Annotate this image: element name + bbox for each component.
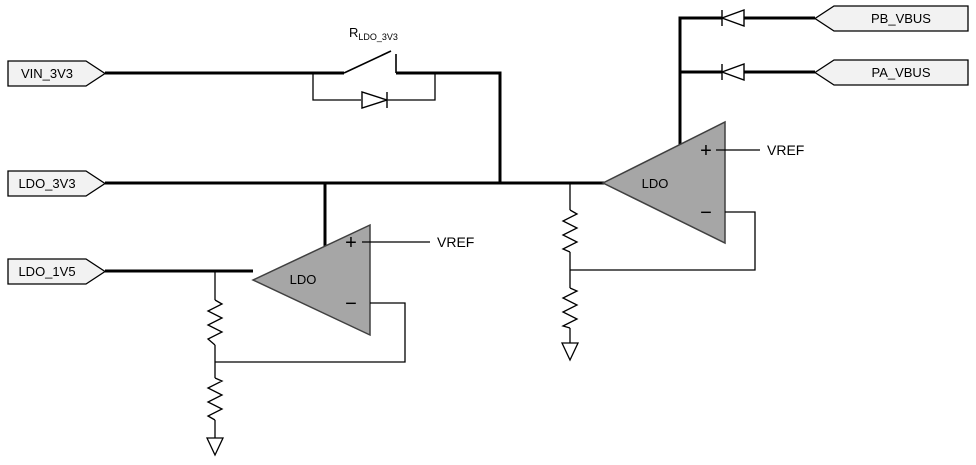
r-label-base: R xyxy=(349,25,358,40)
diode-pb-anode xyxy=(719,9,745,27)
r-ldo-3v3-label: RLDO_3V3 xyxy=(349,25,398,42)
minus-sign-left: − xyxy=(345,293,357,315)
port-vin-3v3-label: VIN_3V3 xyxy=(21,66,73,81)
diode-pa-vbus xyxy=(719,63,745,81)
ldo-regulator-right: LDO + − VREF xyxy=(570,120,804,271)
port-ldo-3v3-shape xyxy=(7,170,107,197)
port-vin-3v3: VIN_3V3 xyxy=(7,60,107,87)
resistor-left-top xyxy=(206,299,224,346)
divider-right xyxy=(560,183,580,362)
port-pb-vbus-label: PB_VBUS xyxy=(871,11,931,26)
divider-left xyxy=(205,271,225,457)
ldo-right-name: LDO xyxy=(642,176,669,191)
switch-blade xyxy=(343,50,392,74)
ldo-left-name: LDO xyxy=(290,272,317,287)
ldo-regulator-left: LDO + − VREF xyxy=(215,223,474,363)
switch-r-ldo-3v3: RLDO_3V3 xyxy=(312,25,436,109)
port-ldo-3v3-label: LDO_3V3 xyxy=(18,176,75,191)
port-pa-vbus-shape xyxy=(813,59,969,86)
wire-bypass-branch xyxy=(312,73,436,101)
port-vin-3v3-shape xyxy=(7,60,107,87)
port-pb-vbus: PB_VBUS xyxy=(813,5,969,32)
plus-sign-right: + xyxy=(700,140,712,162)
vref-label-right: VREF xyxy=(767,142,804,158)
r-label-subscript: LDO_3V3 xyxy=(358,32,398,42)
wire-vbus-net xyxy=(678,16,815,146)
wire-feedback-left xyxy=(215,302,406,363)
diode-pb-vbus xyxy=(719,9,745,27)
ldo-triangle-right xyxy=(601,120,726,245)
diode-bypass xyxy=(361,91,390,109)
wire-feedback-right xyxy=(570,211,756,271)
plus-sign-left: + xyxy=(345,232,357,254)
ground-symbol-right xyxy=(560,342,580,362)
port-ldo-1v5-label: LDO_1V5 xyxy=(18,264,75,279)
port-pa-vbus: PA_VBUS xyxy=(813,59,969,86)
diode-pa-anode xyxy=(719,63,745,81)
port-pb-vbus-shape xyxy=(813,5,969,32)
port-ldo-1v5-shape xyxy=(7,258,107,285)
power-net-wires xyxy=(105,16,815,273)
minus-sign-right: − xyxy=(700,202,712,224)
resistor-left-bottom xyxy=(206,377,224,421)
resistor-right-top xyxy=(561,209,579,253)
ldo-triangle-left xyxy=(251,223,371,337)
resistor-right-bottom xyxy=(561,287,579,329)
wire-ldo-3v3-net xyxy=(105,181,605,247)
port-ldo-3v3: LDO_3V3 xyxy=(7,170,107,197)
port-pa-vbus-label: PA_VBUS xyxy=(871,65,930,80)
port-ldo-1v5: LDO_1V5 xyxy=(7,258,107,285)
wire-vin-3v3-net xyxy=(105,71,502,183)
diode-bypass-anode xyxy=(361,91,390,109)
vref-label-left: VREF xyxy=(437,234,474,250)
ground-symbol-left xyxy=(205,437,225,457)
